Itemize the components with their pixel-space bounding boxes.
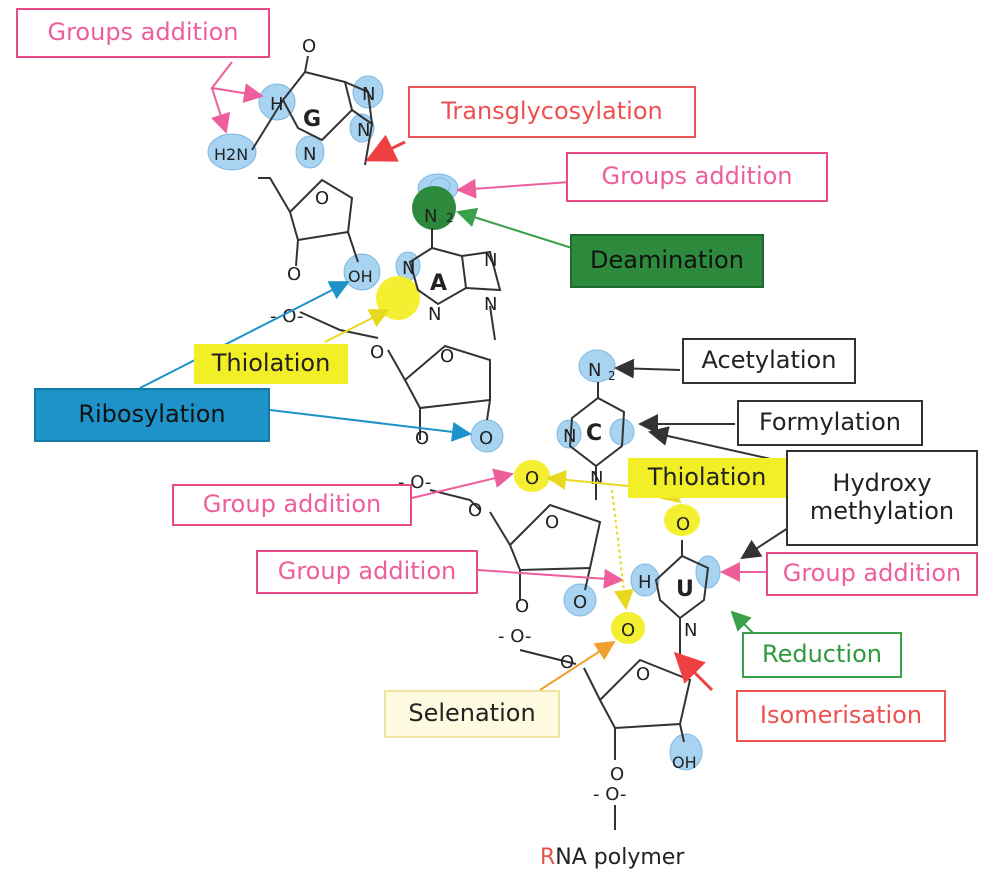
cytosine-n4: N xyxy=(588,360,601,381)
base-c: C xyxy=(586,421,602,446)
guanine-o: O xyxy=(302,36,316,57)
label-reduction: Reduction xyxy=(742,632,902,678)
caption-rest: NA polymer xyxy=(555,845,685,870)
caption-first-letter: R xyxy=(540,845,556,870)
label-acetylation: Acetylation xyxy=(682,338,856,384)
arrow-groups-addition-h2n xyxy=(211,87,231,134)
guanine-n9: N xyxy=(357,120,370,141)
label-hydroxy-methylation: Hydroxy methylation xyxy=(786,450,978,546)
guanine-n7: N xyxy=(362,84,375,105)
arrow-thiolation-left xyxy=(324,309,390,343)
atom-labels: O H H2N N N N O OH O - O- N 2 N N N N O … xyxy=(214,36,697,805)
guanine-h: H xyxy=(270,94,284,115)
arrow-acetylation xyxy=(614,358,681,379)
uracil-o2: O xyxy=(621,620,635,641)
site-uracil-oh xyxy=(669,733,703,771)
arrow-groups-addition-h xyxy=(210,61,264,104)
arrow-groups-addition-right xyxy=(456,178,571,199)
site-cytosine-ribose-o xyxy=(563,583,597,617)
base-g: G xyxy=(303,107,321,132)
cytosine-n1: N xyxy=(590,468,603,489)
adenine-n9: N xyxy=(484,294,497,315)
arrow-isomerisation xyxy=(673,651,714,692)
uracil-phosphate: - O- xyxy=(593,784,626,805)
adenine-2o: O xyxy=(479,428,493,449)
adenine-n6: N xyxy=(424,206,437,227)
uracil-h: H xyxy=(638,572,652,593)
cytosine-n4-sub: 2 xyxy=(608,369,616,383)
guanine-h2n: H2N xyxy=(214,145,248,164)
arrow-thiolation-right-u xyxy=(611,489,634,610)
uracil-oh: OH xyxy=(672,753,697,772)
site-uracil-o4 xyxy=(664,504,700,536)
site-guanine-oh xyxy=(343,253,381,291)
site-uracil-h xyxy=(630,563,660,597)
base-a: A xyxy=(430,271,447,296)
adenine-n6-sub: 2 xyxy=(446,211,454,225)
adenine-ring-o: O xyxy=(440,346,454,367)
label-thiolation-left: Thiolation xyxy=(194,344,348,384)
arrow-deamination xyxy=(456,207,573,249)
cytosine-ribose-5o: O xyxy=(468,500,482,521)
site-adenine-c2-yellow xyxy=(376,276,420,320)
label-deamination: Deamination xyxy=(570,234,764,288)
cytosine-2o: O xyxy=(573,592,587,613)
site-cytosine-o2 xyxy=(514,460,550,492)
adenine-ribose-5o: O xyxy=(370,342,384,363)
cytosine-phosphate-o: O xyxy=(515,596,529,617)
label-isomerisation: Isomerisation xyxy=(736,690,946,742)
label-group-addition-right: Group addition xyxy=(766,552,978,596)
label-groups-addition-top: Groups addition xyxy=(16,8,270,58)
adenine-n1: N xyxy=(402,258,415,279)
guanine-ring-o: O xyxy=(315,188,329,209)
guanine-oh: OH xyxy=(348,267,373,286)
hydroxy-line2: methylation xyxy=(809,497,955,525)
arrow-ribosylation-o xyxy=(269,409,472,442)
molecule-skeleton xyxy=(251,55,710,830)
uracil-phosphate-o: O xyxy=(610,764,624,785)
arrow-group-addition-left xyxy=(411,468,514,499)
adenine-phosphate-o: O xyxy=(415,428,429,449)
arrow-transglycosylation xyxy=(365,134,406,162)
base-u: U xyxy=(676,577,694,602)
cytosine-n3: N xyxy=(563,426,576,447)
thio-sites xyxy=(376,276,700,644)
site-guanine-h2n xyxy=(207,133,257,171)
arrow-group-addition-mid xyxy=(477,568,624,589)
cytosine-ring-o: O xyxy=(545,512,559,533)
caption-rna-polymer: RNA polymer xyxy=(540,845,760,870)
uracil-o4: O xyxy=(676,514,690,535)
arrows xyxy=(139,61,821,692)
uracil-ring-o: O xyxy=(636,664,650,685)
label-group-addition-left: Group addition xyxy=(172,484,412,526)
adenine-n3: N xyxy=(428,304,441,325)
label-selenation: Selenation xyxy=(384,690,560,738)
hydroxy-line1: Hydroxy xyxy=(832,469,932,498)
guanine-phosphate: - O- xyxy=(270,306,303,327)
guanine-n3: N xyxy=(303,144,316,165)
arrow-ribosylation-oh xyxy=(139,281,350,389)
uracil-n1: N xyxy=(684,620,697,641)
label-ribosylation: Ribosylation xyxy=(34,388,270,442)
label-groups-addition-right: Groups addition xyxy=(566,152,828,202)
site-adenine-n6-green xyxy=(412,186,456,230)
cytosine-o2: O xyxy=(525,468,539,489)
label-formylation: Formylation xyxy=(737,400,923,446)
adenine-n7: N xyxy=(484,250,497,271)
arrow-hydroxy-methylation-u xyxy=(740,527,789,560)
site-guanine-n xyxy=(295,135,325,169)
base-letters: G A C U xyxy=(303,107,694,602)
cytosine-phosphate: - O- xyxy=(498,626,531,647)
label-transglycosylation: Transglycosylation xyxy=(408,86,696,138)
guanine-phosphate-o: O xyxy=(287,264,301,285)
arrow-selenation xyxy=(539,640,616,691)
label-thiolation-right: Thiolation xyxy=(628,458,786,498)
arrow-thiolation-right-c xyxy=(546,469,629,490)
site-uracil-o2 xyxy=(611,612,645,644)
uracil-ribose-5o: O xyxy=(560,652,574,673)
label-group-addition-mid: Group addition xyxy=(256,550,478,594)
site-cytosine-n3 xyxy=(556,419,582,449)
